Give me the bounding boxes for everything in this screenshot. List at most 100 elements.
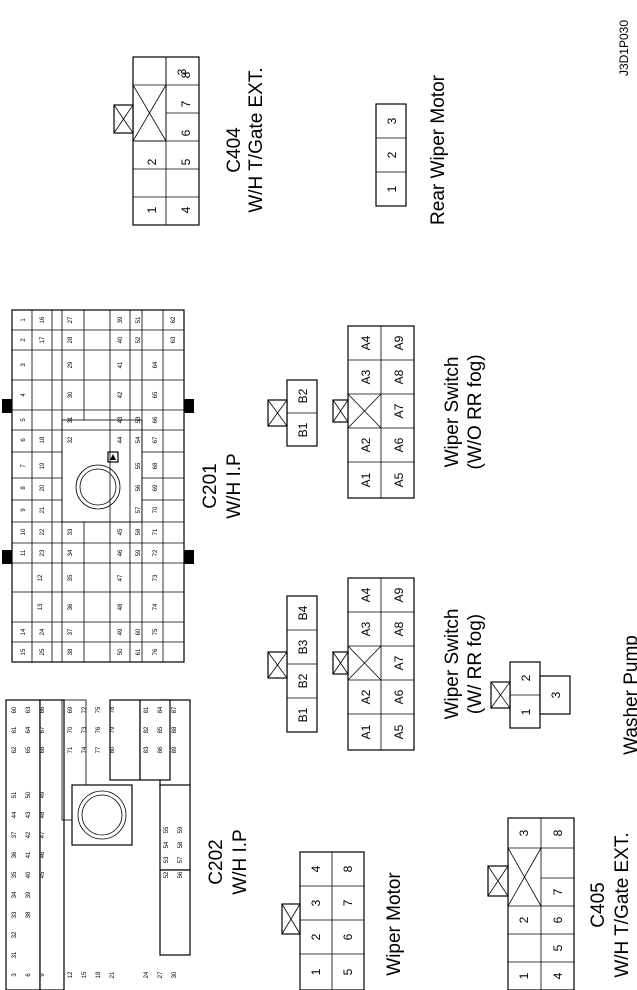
svg-text:47: 47 xyxy=(40,831,46,838)
svg-text:16: 16 xyxy=(40,316,46,323)
svg-text:36: 36 xyxy=(68,603,74,610)
svg-text:85: 85 xyxy=(158,726,164,733)
wo-pin-a4: A4 xyxy=(359,335,373,350)
svg-text:5: 5 xyxy=(21,418,27,422)
c202-connector xyxy=(5,699,191,990)
c404-pin-3: 3 xyxy=(175,68,189,75)
svg-text:86: 86 xyxy=(158,746,164,753)
svg-text:46: 46 xyxy=(40,851,46,858)
svg-text:63: 63 xyxy=(171,336,177,343)
wiper-motor-connector xyxy=(281,851,365,990)
svg-text:48: 48 xyxy=(40,811,46,818)
wo-pin-a8: A8 xyxy=(392,369,406,384)
svg-text:73: 73 xyxy=(82,726,88,733)
svg-text:41: 41 xyxy=(26,851,32,858)
svg-text:43: 43 xyxy=(118,416,124,423)
svg-text:67: 67 xyxy=(153,436,159,443)
svg-text:32: 32 xyxy=(68,436,74,443)
svg-text:40: 40 xyxy=(118,336,124,343)
svg-text:31: 31 xyxy=(68,416,74,423)
c405-pin-7: 7 xyxy=(551,888,565,895)
svg-text:21: 21 xyxy=(110,971,116,978)
svg-text:18: 18 xyxy=(96,971,102,978)
svg-text:11: 11 xyxy=(21,549,27,556)
svg-text:52: 52 xyxy=(164,871,170,878)
svg-text:68: 68 xyxy=(40,746,46,753)
washer-pump-connector xyxy=(490,661,571,729)
c404-pin-7: 7 xyxy=(179,100,193,107)
svg-text:58: 58 xyxy=(178,841,184,848)
wiper-motor-label: Wiper Motor xyxy=(384,872,405,976)
svg-text:35: 35 xyxy=(68,574,74,581)
svg-text:59: 59 xyxy=(178,826,184,833)
w-pin-a3: A3 xyxy=(359,621,373,636)
svg-text:9: 9 xyxy=(21,508,27,512)
wo-pin-a7: A7 xyxy=(392,403,406,418)
svg-text:58: 58 xyxy=(136,528,142,535)
c404-pin-6: 6 xyxy=(179,129,193,136)
svg-text:66: 66 xyxy=(153,416,159,423)
svg-text:42: 42 xyxy=(26,831,32,838)
svg-text:88: 88 xyxy=(172,726,178,733)
svg-text:39: 39 xyxy=(118,316,124,323)
c405-connector xyxy=(487,817,575,990)
c404-pin-8: 8 xyxy=(179,71,193,78)
svg-text:62: 62 xyxy=(12,746,18,753)
svg-text:81: 81 xyxy=(144,706,150,713)
svg-text:46: 46 xyxy=(118,549,124,556)
svg-text:75: 75 xyxy=(96,706,102,713)
w-pin-a8: A8 xyxy=(392,621,406,636)
svg-text:78: 78 xyxy=(110,706,116,713)
wiper-motor-pin-7: 7 xyxy=(341,899,355,906)
svg-text:57: 57 xyxy=(136,506,142,513)
washer-pump-label: Washer Pump xyxy=(621,635,637,755)
rear-wiper-motor-label: Rear Wiper Motor xyxy=(428,74,449,225)
svg-text:70: 70 xyxy=(153,506,159,513)
svg-text:70: 70 xyxy=(68,726,74,733)
svg-text:2: 2 xyxy=(21,338,27,342)
rear-wiper-pin-1: 1 xyxy=(385,185,399,192)
svg-text:8: 8 xyxy=(21,486,27,490)
svg-text:65: 65 xyxy=(26,746,32,753)
svg-text:49: 49 xyxy=(40,791,46,798)
svg-text:23: 23 xyxy=(40,549,46,556)
svg-text:12: 12 xyxy=(68,971,74,978)
wo-pin-a1: A1 xyxy=(359,472,373,487)
svg-text:53: 53 xyxy=(164,856,170,863)
w-pin-a4: A4 xyxy=(359,587,373,602)
svg-text:74: 74 xyxy=(153,603,159,610)
w-pin-a9: A9 xyxy=(392,587,406,602)
wiper-switch-w-connector xyxy=(332,577,415,751)
c201-connector xyxy=(2,309,194,663)
svg-text:72: 72 xyxy=(153,549,159,556)
svg-text:37: 37 xyxy=(68,628,74,635)
svg-text:69: 69 xyxy=(153,484,159,491)
svg-text:12: 12 xyxy=(38,574,44,581)
svg-text:60: 60 xyxy=(136,628,142,635)
wiper-switch-wo-label: Wiper Switch xyxy=(442,357,463,468)
svg-text:40: 40 xyxy=(26,871,32,878)
w-pin-a2: A2 xyxy=(359,689,373,704)
svg-text:24: 24 xyxy=(40,628,46,635)
svg-text:63: 63 xyxy=(26,706,32,713)
svg-text:51: 51 xyxy=(12,791,18,798)
svg-text:42: 42 xyxy=(118,391,124,398)
svg-text:53: 53 xyxy=(136,416,142,423)
svg-text:79: 79 xyxy=(110,726,116,733)
svg-text:84: 84 xyxy=(158,706,164,713)
svg-text:28: 28 xyxy=(68,336,74,343)
svg-text:71: 71 xyxy=(153,528,159,535)
c404-pin-2: 2 xyxy=(145,158,159,165)
svg-text:76: 76 xyxy=(96,726,102,733)
svg-text:59: 59 xyxy=(136,549,142,556)
w-pin-a7: A7 xyxy=(392,655,406,670)
b-large-pin-b3: B3 xyxy=(296,639,310,654)
c405-subtitle: W/H T/Gate EXT. xyxy=(612,832,633,977)
svg-text:27: 27 xyxy=(68,316,74,323)
svg-text:73: 73 xyxy=(153,574,159,581)
svg-text:44: 44 xyxy=(12,811,18,818)
svg-text:34: 34 xyxy=(68,549,74,556)
svg-text:48: 48 xyxy=(118,603,124,610)
wo-pin-a9: A9 xyxy=(392,335,406,350)
c404-title: C404 xyxy=(224,127,245,173)
